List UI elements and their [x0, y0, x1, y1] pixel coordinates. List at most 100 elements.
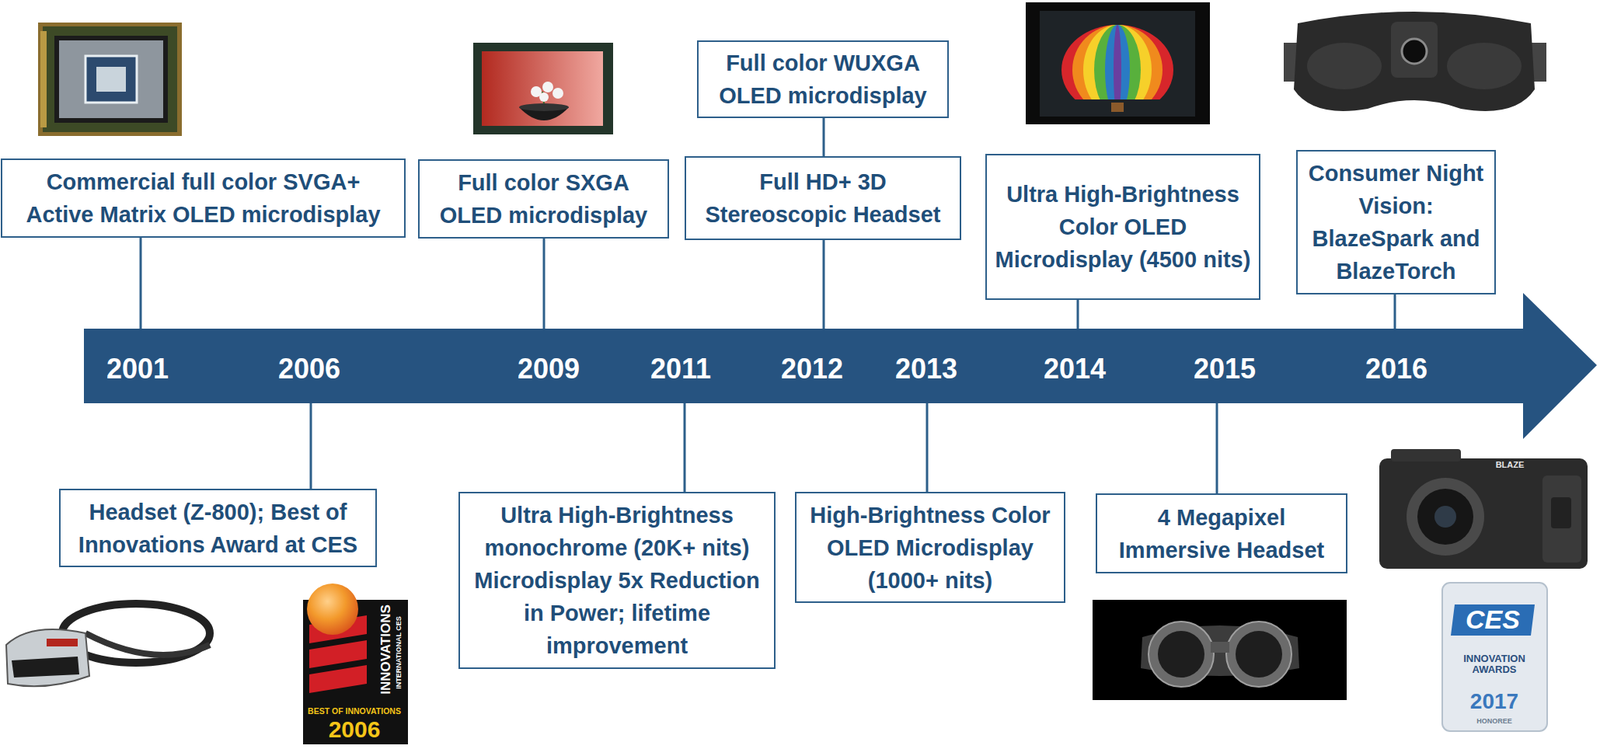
microdisplay-photo-part [542, 81, 554, 93]
camera-photo-part [1417, 488, 1474, 545]
leader-line [822, 118, 826, 157]
award-logo [303, 583, 408, 745]
microdisplay-photo-part [38, 22, 182, 136]
microdisplay-photo-part [54, 35, 168, 123]
timeline-arrow: 2001 2006 2009 2011 2012 2013 2014 2015 2016 [83, 292, 1597, 440]
microdisplay-photo-part [59, 40, 164, 119]
milestone-box: 4 Megapixel Immersive Headset [1095, 493, 1348, 574]
camera-photo-part [1551, 497, 1572, 529]
leader-line [1394, 294, 1397, 329]
microdisplay-photo-part [96, 66, 126, 92]
goggles-photo-part [1390, 21, 1438, 78]
headset-photo-part [1157, 630, 1205, 678]
microdisplay-photo-part [42, 26, 178, 133]
year-label: 2006 [278, 353, 341, 385]
logo-text: CES [1465, 605, 1520, 635]
headset-photo-part [6, 629, 90, 687]
milestone-text: Commercial full color SVGA+ Active Matri… [10, 165, 397, 231]
goggles-photo-part [1293, 11, 1535, 112]
goggles-photo-part [1307, 42, 1382, 90]
headset-photo-part [1210, 641, 1230, 653]
microdisplay-photo-part [539, 92, 549, 102]
milestone-text: Full color WUXGA OLED microdisplay [706, 46, 940, 112]
leader-line [683, 403, 687, 492]
award-logo-part [309, 665, 367, 694]
year-label: 2013 [895, 353, 958, 385]
microdisplay-photo-part [481, 51, 604, 126]
headset-photo [1092, 599, 1347, 701]
year-label: 2014 [1043, 353, 1106, 385]
milestone-text: Ultra High-Brightness monochrome (20K+ n… [467, 498, 767, 663]
logo-text: 2017 [1470, 690, 1519, 715]
leader-line [1077, 299, 1080, 329]
milestone-text: Consumer Night Vision: BlazeSpark and Bl… [1305, 156, 1487, 288]
headset-photo-part [46, 638, 78, 647]
year-label: 2009 [517, 353, 580, 385]
headset-photo [6, 603, 210, 687]
award-badge [1442, 582, 1548, 732]
logo-text: INNOVATION AWARDS [1447, 653, 1541, 677]
milestone-text: Full HD+ 3D Stereoscopic Headset [693, 165, 952, 231]
microdisplay-photo-part [1039, 10, 1196, 117]
headset-photo-part [85, 633, 210, 656]
milestone-box: Commercial full color SVGA+ Active Matri… [0, 158, 406, 238]
leader-line [1216, 403, 1219, 494]
logo-text: BEST OF INNOVATIONS [307, 707, 401, 717]
logo-text: 2006 [328, 716, 381, 743]
camera-photo-part [1390, 449, 1461, 462]
year-label: 2011 [650, 353, 712, 385]
milestone-box: High-Brightness Color OLED Microdisplay … [794, 491, 1066, 604]
year-label: 2016 [1365, 353, 1428, 385]
milestone-box: Ultra High-Brightness Color OLED Microdi… [985, 153, 1261, 300]
headset-photo-part [1148, 621, 1214, 687]
microdisplay-photo-part [552, 87, 564, 99]
camera-photo-part [1379, 458, 1588, 569]
microdisplay-photo-part [1039, 99, 1196, 117]
milestone-text: Headset (Z-800); Best of Innovations Awa… [68, 495, 368, 562]
milestone-box: Consumer Night Vision: BlazeSpark and Bl… [1296, 149, 1496, 295]
microdisplay-photo [473, 42, 614, 135]
milestone-box: Full color WUXGA OLED microdisplay [697, 40, 949, 119]
year-label: 2001 [106, 353, 169, 385]
logo-text: INTERNATIONAL CES [395, 616, 404, 690]
headset-photo-part [1235, 630, 1283, 678]
headset-photo-part [1092, 599, 1347, 701]
award-logo-part [309, 640, 367, 669]
award-logo-part [306, 583, 359, 635]
camera-photo-part [1542, 475, 1582, 563]
milestone-text: 4 Megapixel Immersive Headset [1105, 501, 1339, 567]
microdisplay-photo-part [1111, 102, 1124, 112]
milestone-box: Ultra High-Brightness monochrome (20K+ n… [458, 491, 776, 670]
milestone-box: Full color SXGA OLED microdisplay [418, 159, 670, 239]
leader-line [822, 240, 826, 329]
leader-line [139, 237, 143, 329]
milestone-box: Headset (Z-800); Best of Innovations Awa… [59, 488, 377, 568]
year-label: 2015 [1193, 353, 1256, 385]
camera-photo [1379, 449, 1588, 569]
leader-line [926, 403, 929, 492]
award-badge-part [1442, 582, 1548, 732]
camera-photo-part [1434, 505, 1457, 528]
headset-photo-part [1226, 621, 1292, 687]
year-label: 2012 [780, 353, 844, 385]
arrow-body [83, 292, 1597, 440]
leader-line [543, 238, 546, 329]
award-badge-part [1450, 604, 1535, 636]
camera-photo-part [1406, 477, 1485, 556]
milestone-box: Full HD+ 3D Stereoscopic Headset [684, 156, 962, 241]
logo-text: BLAZE [1495, 460, 1525, 470]
microdisplay-photo [38, 22, 182, 136]
milestone-text: Ultra High-Brightness Color OLED Microdi… [994, 177, 1252, 276]
milestone-text: High-Brightness Color OLED Microdisplay … [804, 498, 1057, 597]
microdisplay-photo-part [519, 103, 569, 112]
microdisplay-photo-part [1025, 2, 1210, 125]
goggles-photo [1283, 11, 1547, 112]
microdisplay-photo [1025, 2, 1210, 125]
leader-line [310, 403, 313, 489]
microdisplay-photo-part [40, 31, 47, 128]
microdisplay-photo-part [473, 42, 614, 135]
headset-photo-part [11, 656, 80, 678]
milestone-text: Full color SXGA OLED microdisplay [427, 166, 660, 232]
